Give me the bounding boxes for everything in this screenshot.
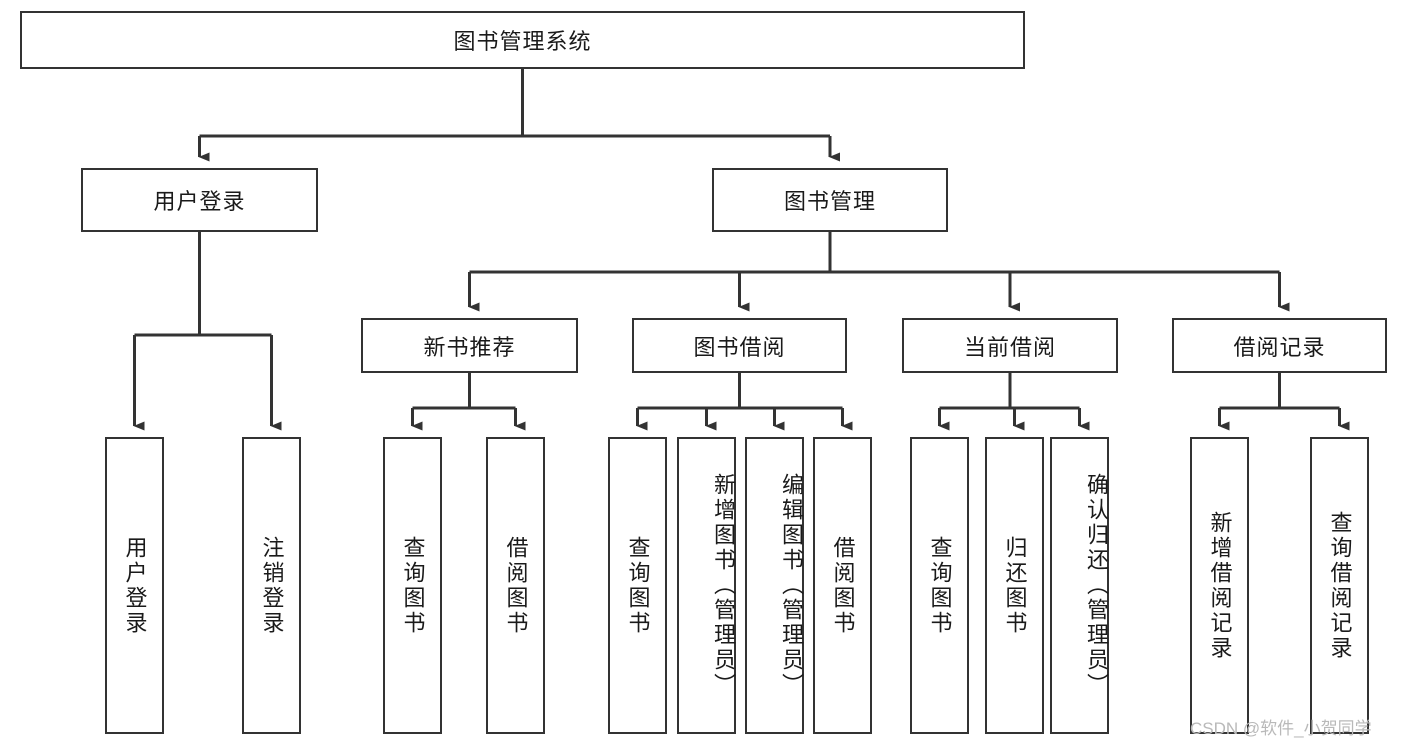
node-user-login[interactable]: 用户登录 <box>81 168 318 232</box>
node-label: 新增借阅记录 <box>1207 510 1233 661</box>
node-label: 借阅记录 <box>1233 334 1326 360</box>
node-label: 当前借阅 <box>963 334 1056 360</box>
node-label: 用户登录 <box>122 535 148 636</box>
node-label: 图书借阅 <box>693 334 786 360</box>
node-label: 查询图书 <box>625 535 651 636</box>
watermark-label: CSDN @软件_小贺同学 <box>1190 719 1372 738</box>
node-label: 图书管理 <box>783 189 876 214</box>
node-leaf-query-book-cur[interactable]: 查询图书 <box>910 437 969 734</box>
node-current-borrow[interactable]: 当前借阅 <box>902 318 1118 373</box>
node-label: 新书推荐 <box>423 334 516 360</box>
node-label: 注销登录 <box>259 535 285 636</box>
node-label: 新增图书（管理员） <box>711 473 736 698</box>
node-leaf-query-book-rec[interactable]: 查询图书 <box>383 437 442 734</box>
node-label: 用户登录 <box>153 189 246 214</box>
node-new-book-recommend[interactable]: 新书推荐 <box>361 318 578 373</box>
node-label: 确认归还（管理员） <box>1084 473 1109 698</box>
node-label: 借阅图书 <box>830 535 856 636</box>
node-book-manage[interactable]: 图书管理 <box>712 168 948 232</box>
node-leaf-borrow-book[interactable]: 借阅图书 <box>813 437 872 734</box>
node-label: 查询图书 <box>927 535 953 636</box>
node-leaf-logout[interactable]: 注销登录 <box>242 437 301 734</box>
node-leaf-user-login[interactable]: 用户登录 <box>105 437 164 734</box>
node-root[interactable]: 图书管理系统 <box>20 11 1025 69</box>
node-book-borrow[interactable]: 图书借阅 <box>632 318 847 373</box>
node-label: 图书管理系统 <box>453 29 592 54</box>
node-leaf-return-book[interactable]: 归还图书 <box>985 437 1044 734</box>
node-leaf-add-book[interactable]: 新增图书（管理员） <box>677 437 736 734</box>
node-label: 查询借阅记录 <box>1327 510 1353 661</box>
node-label: 查询图书 <box>400 535 426 636</box>
node-leaf-borrow-book-rec[interactable]: 借阅图书 <box>486 437 545 734</box>
node-leaf-query-record[interactable]: 查询借阅记录 <box>1310 437 1369 734</box>
node-label: 归还图书 <box>1002 535 1028 636</box>
node-label: 编辑图书（管理员） <box>779 473 804 698</box>
node-borrow-record[interactable]: 借阅记录 <box>1172 318 1387 373</box>
node-leaf-query-book[interactable]: 查询图书 <box>608 437 667 734</box>
node-leaf-edit-book[interactable]: 编辑图书（管理员） <box>745 437 804 734</box>
node-leaf-add-record[interactable]: 新增借阅记录 <box>1190 437 1249 734</box>
node-label: 借阅图书 <box>503 535 529 636</box>
node-leaf-confirm-return[interactable]: 确认归还（管理员） <box>1050 437 1109 734</box>
